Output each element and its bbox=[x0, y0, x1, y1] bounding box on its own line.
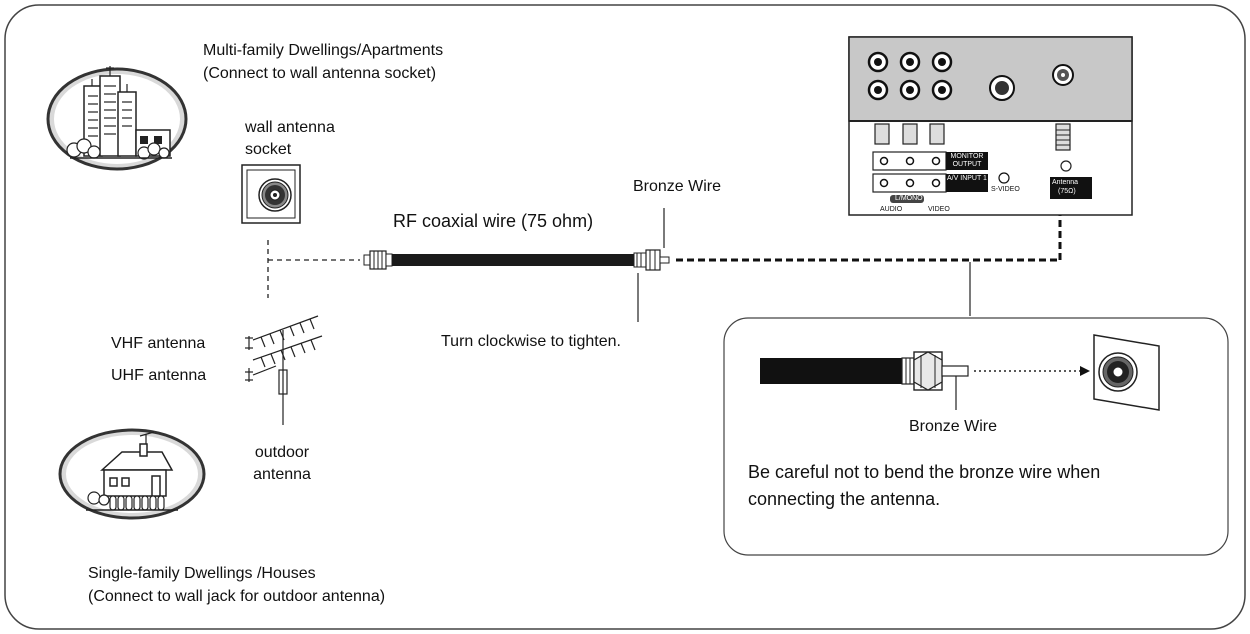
outer-frame bbox=[4, 4, 1246, 630]
socket-guide-lines bbox=[267, 240, 360, 298]
antenna-input-label-line2: (75Ω) bbox=[1058, 188, 1076, 195]
bronze-wire-label: Bronze Wire bbox=[633, 178, 722, 195]
rf-coaxial-label: RF coaxial wire (75 ohm) bbox=[393, 211, 594, 231]
multi-family-subtitle: (Connect to wall antenna socket) bbox=[203, 65, 437, 82]
s-video-label: S-VIDEO bbox=[991, 186, 1020, 193]
antenna-input-label-line1: Antenna bbox=[1052, 179, 1079, 186]
detail-bronze-wire-label: Bronze Wire bbox=[909, 418, 998, 435]
house-illustration bbox=[58, 428, 206, 520]
vhf-uhf-antenna-icon bbox=[245, 315, 323, 425]
detail-connector-illustration bbox=[760, 334, 1160, 411]
vhf-antenna-label: VHF antenna bbox=[111, 335, 206, 352]
wall-socket-label-line1: wall antenna bbox=[245, 119, 335, 136]
caution-line-1: Be careful not to bend the bronze wire w… bbox=[748, 462, 1101, 482]
outdoor-antenna-label-line2: antenna bbox=[253, 466, 311, 483]
audio-label: AUDIO bbox=[880, 206, 903, 213]
rf-coaxial-cable bbox=[363, 208, 670, 322]
monitor-output-label: MONITOR OUTPUT bbox=[950, 153, 984, 168]
single-family-title: Single-family Dwellings /Houses bbox=[88, 565, 316, 582]
caution-line-2: connecting the antenna. bbox=[748, 489, 941, 509]
av-input-label: A/V INPUT 1 bbox=[947, 175, 987, 182]
tv-rear-panel bbox=[848, 36, 1133, 216]
apartment-illustration bbox=[46, 66, 188, 171]
outdoor-antenna-label-line1: outdoor bbox=[254, 444, 310, 461]
uhf-antenna-label: UHF antenna bbox=[111, 367, 207, 384]
multi-family-title: Multi-family Dwellings/Apartments bbox=[203, 42, 444, 59]
audio-lmono-label: L/MONO bbox=[895, 195, 923, 202]
video-label: VIDEO bbox=[928, 206, 950, 213]
tighten-instruction: Turn clockwise to tighten. bbox=[441, 333, 621, 350]
single-family-subtitle: (Connect to wall jack for outdoor antenn… bbox=[88, 588, 386, 605]
wall-antenna-socket-icon bbox=[241, 164, 301, 224]
wall-socket-label-line2: socket bbox=[245, 141, 292, 158]
